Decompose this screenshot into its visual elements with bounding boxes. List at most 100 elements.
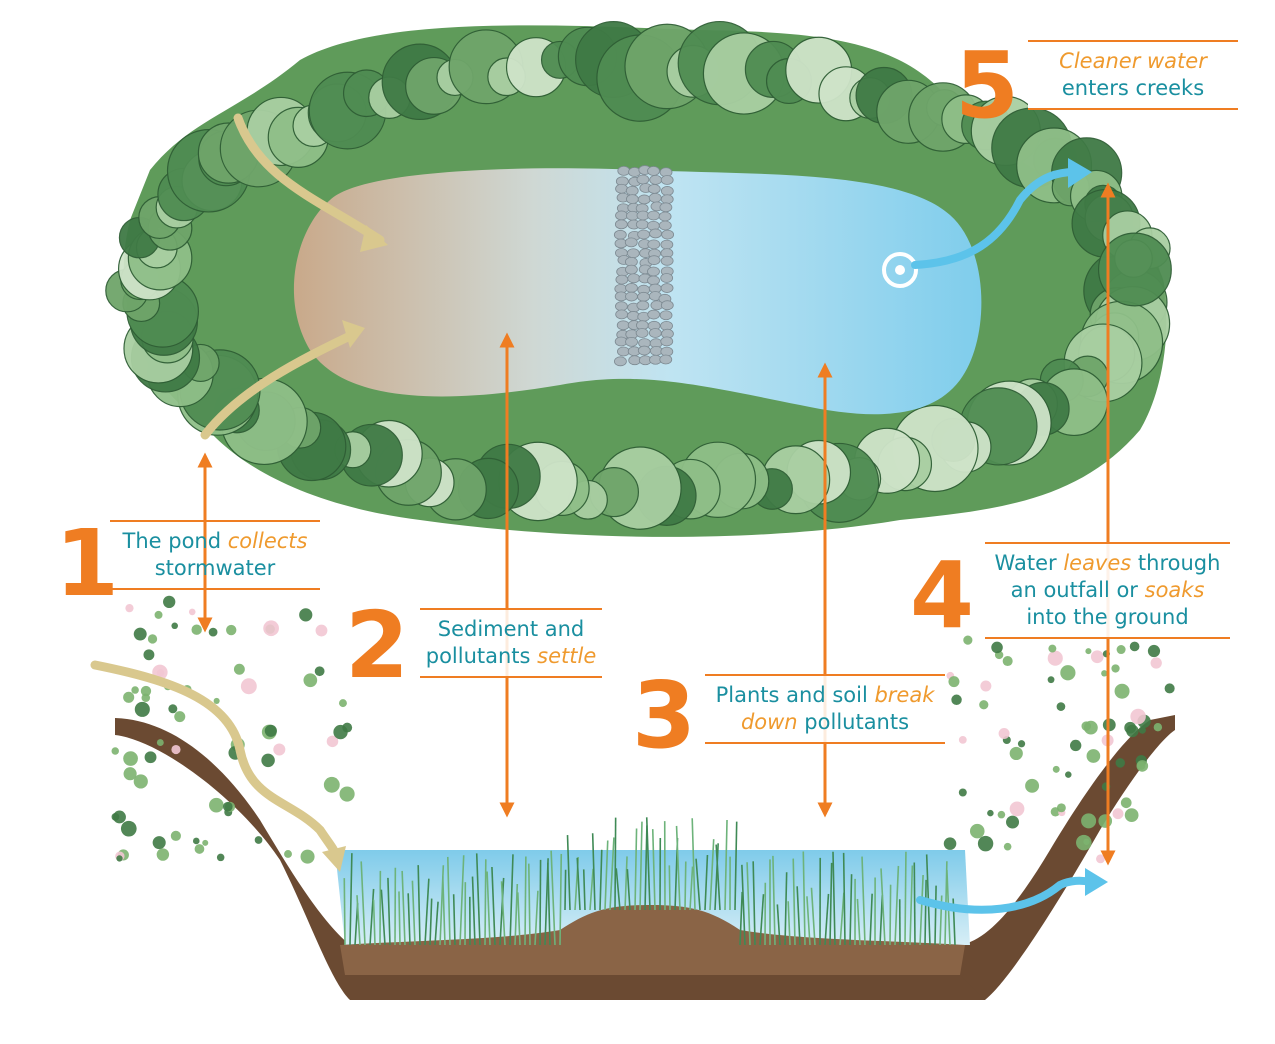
caption-emphasis: soaks <box>1145 578 1205 602</box>
rock-icon <box>638 195 650 204</box>
shrub-leaf-icon <box>217 854 225 862</box>
reed-icon <box>925 880 926 945</box>
rock-icon <box>660 203 672 212</box>
rock-icon <box>648 240 660 249</box>
rock-icon <box>625 283 637 292</box>
rock-icon <box>661 284 673 293</box>
shrub-leaf-icon <box>987 810 993 816</box>
reed-icon <box>399 891 400 945</box>
shrub-leaf-icon <box>1096 854 1105 863</box>
shrub-leaf-icon <box>261 754 274 767</box>
shrub-leaf-icon <box>1091 650 1104 663</box>
shrub-leaf-icon <box>1003 656 1013 666</box>
caption-text: Water <box>995 551 1064 575</box>
rock-icon <box>661 301 673 310</box>
rock-icon <box>638 230 650 239</box>
reed-icon <box>914 863 915 945</box>
shrub-leaf-icon <box>123 751 138 766</box>
shrub-leaf-icon <box>163 596 175 608</box>
rock-icon <box>638 346 650 355</box>
rock-icon <box>625 238 637 247</box>
shrub-leaf-icon <box>168 704 177 713</box>
caption-emphasis: Cleaner water <box>1059 49 1207 73</box>
shrub-leaf-icon <box>148 634 157 643</box>
rock-icon <box>660 311 672 320</box>
shrub-leaf-icon <box>1137 762 1145 770</box>
shrub-leaf-icon <box>339 699 347 707</box>
step-caption: The pond collects stormwater <box>110 520 320 590</box>
rock-icon <box>637 301 649 310</box>
shrub-leaf-icon <box>324 777 340 793</box>
rock-icon <box>662 230 674 239</box>
shrub-leaf-icon <box>157 848 169 860</box>
rock-icon <box>626 195 638 204</box>
rock-icon <box>616 310 628 319</box>
shrub-leaf-icon <box>1124 722 1136 734</box>
shrub-leaf-icon <box>1081 813 1096 828</box>
caption-text: through <box>1131 551 1220 575</box>
rock-icon <box>615 302 627 311</box>
shrub-leaf-icon <box>1087 749 1101 763</box>
shrub-leaf-icon <box>340 786 355 801</box>
reed-icon <box>905 852 906 945</box>
shrub-leaf-icon <box>226 625 236 635</box>
rock-icon <box>661 256 673 265</box>
shrub-leaf-icon <box>234 664 245 675</box>
caption-text: enters creeks <box>1062 76 1204 100</box>
shrub-leaf-icon <box>316 625 328 637</box>
shrub-leaf-icon <box>315 666 325 676</box>
shrub-leaf-icon <box>1113 808 1124 819</box>
shrub-leaf-icon <box>333 725 347 739</box>
rock-icon <box>649 193 661 202</box>
shrub-leaf-icon <box>202 840 208 846</box>
rock-icon <box>636 220 648 229</box>
step-caption: Water leaves through an outfall or soaks… <box>985 542 1230 639</box>
shrub-leaf-icon <box>195 844 205 854</box>
shrub-leaf-icon <box>135 702 150 717</box>
shrub-leaf-icon <box>970 824 985 839</box>
shrub-leaf-icon <box>141 693 150 702</box>
shrub-leaf-icon <box>303 673 317 687</box>
caption-emphasis: settle <box>537 644 596 668</box>
shrub-leaf-icon <box>255 836 263 844</box>
shrub-leaf-icon <box>174 711 185 722</box>
rock-icon <box>648 184 660 193</box>
rock-icon <box>625 292 637 301</box>
rock-icon <box>617 321 629 330</box>
rock-icon <box>616 211 628 220</box>
rock-icon <box>648 166 660 175</box>
shrub-leaf-icon <box>193 838 200 845</box>
reed-icon <box>935 886 936 945</box>
caption-text: The pond <box>123 529 228 553</box>
step-caption: Plants and soil break down pollutants <box>705 674 945 744</box>
shrub-leaf-icon <box>134 628 147 641</box>
shrub-leaf-icon <box>155 611 163 619</box>
shrub-leaf-icon <box>1048 651 1063 666</box>
rock-icon <box>659 212 671 221</box>
caption-text: an outfall or <box>1011 578 1145 602</box>
reed-icon <box>615 818 616 910</box>
shrub-leaf-icon <box>171 831 181 841</box>
rock-icon <box>661 195 673 204</box>
caption-text: pollutants <box>798 710 909 734</box>
shrub-leaf-icon <box>1165 683 1175 693</box>
rock-icon <box>661 337 673 346</box>
shrub-leaf-icon <box>1148 645 1160 657</box>
shrub-leaf-icon <box>948 676 959 687</box>
shrub-leaf-icon <box>1006 816 1019 829</box>
rock-icon <box>614 230 626 239</box>
shrub-leaf-icon <box>157 739 164 746</box>
rock-icon <box>661 176 673 185</box>
rock-icon <box>661 274 673 283</box>
shrub-leaf-icon <box>299 608 312 621</box>
rock-icon <box>637 175 649 184</box>
shrub-leaf-icon <box>131 686 139 694</box>
shrub-leaf-icon <box>1018 740 1025 747</box>
reed-icon <box>685 861 686 910</box>
shrub-leaf-icon <box>265 725 277 737</box>
reed-icon <box>525 857 526 945</box>
rock-icon <box>618 166 630 175</box>
shrub-leaf-icon <box>143 649 154 660</box>
step-caption: Cleaner water enters creeks <box>1028 40 1238 110</box>
shrub-leaf-icon <box>944 837 957 850</box>
